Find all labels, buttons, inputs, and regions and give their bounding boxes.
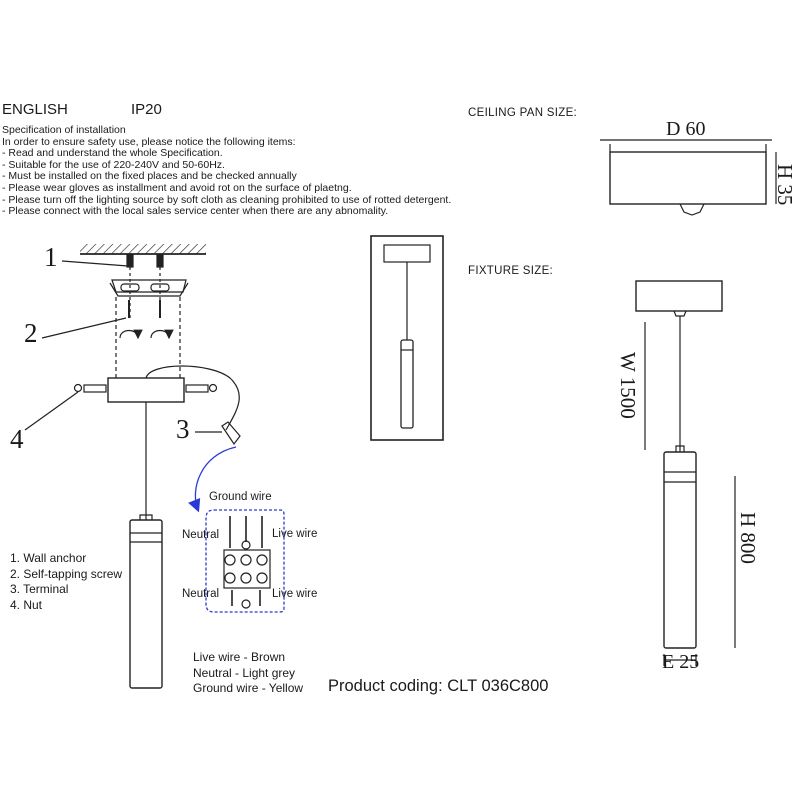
specification-line: - Please wear gloves as installment and …: [2, 181, 352, 194]
wire-color-item: Live wire - Brown: [193, 650, 286, 664]
fixture-height: H 800: [736, 512, 760, 564]
specification-line: - Read and understand the whole Specific…: [2, 147, 223, 160]
neutral-top-label: Neutral: [182, 529, 220, 541]
legend-item: 2. Self-tapping screw: [10, 566, 123, 581]
fixture-size-label: FIXTURE SIZE:: [468, 265, 554, 277]
product-coding: Product coding: CLT 036C800: [328, 677, 549, 695]
callout-3: 3: [176, 414, 190, 444]
fixture-diameter: E 25: [662, 651, 700, 673]
callout-4: 4: [10, 424, 24, 454]
specification-line: In order to ensure safety use, please no…: [2, 135, 296, 148]
parts-legend: 1. Wall anchor 2. Self-tapping screw 3. …: [10, 551, 122, 613]
neutral-bottom-label: Neutral: [182, 588, 220, 600]
wire-colors: Live wire - Brown Neutral - Light grey G…: [193, 650, 303, 697]
language-label: ENGLISH: [2, 101, 68, 118]
wiring-detail: [188, 446, 285, 613]
specification-title: Specification of installation: [2, 124, 126, 136]
callout-1: 1: [44, 242, 58, 272]
fixture-wire-length: W 1500: [616, 352, 640, 419]
wire-color-item: Neutral - Light grey: [193, 665, 296, 680]
specification-line: - Must be installed on the fixed places …: [2, 170, 297, 183]
ceiling-pan-size-label: CEILING PAN SIZE:: [468, 107, 578, 119]
specification-line: - Please connect with the local sales se…: [2, 205, 389, 218]
live-wire-top-label: Live wire: [272, 528, 318, 540]
ip-rating: IP20: [131, 101, 162, 118]
specification: Specification of installation In order t…: [2, 124, 452, 218]
product-thumbnail: [370, 235, 444, 441]
ceiling-pan-diameter: D 60: [666, 118, 706, 140]
legend-item: 4. Nut: [10, 597, 43, 612]
installation-drawing: [24, 244, 241, 689]
legend-item: 1. Wall anchor: [10, 551, 87, 565]
ceiling-pan-drawing: [600, 139, 777, 216]
wire-color-item: Ground wire - Yellow: [193, 681, 304, 695]
callout-2: 2: [24, 318, 38, 348]
legend-item: 3. Terminal: [10, 582, 69, 596]
specification-line: - Suitable for the use of 220-240V and 5…: [2, 158, 225, 171]
fixture-size-drawing: [635, 280, 736, 666]
specification-line: - Please turn off the lighting source by…: [2, 193, 452, 206]
ceiling-pan-height: H 35: [773, 164, 797, 206]
ground-wire-label: Ground wire: [209, 491, 272, 503]
live-wire-bottom-label: Live wire: [272, 588, 318, 600]
